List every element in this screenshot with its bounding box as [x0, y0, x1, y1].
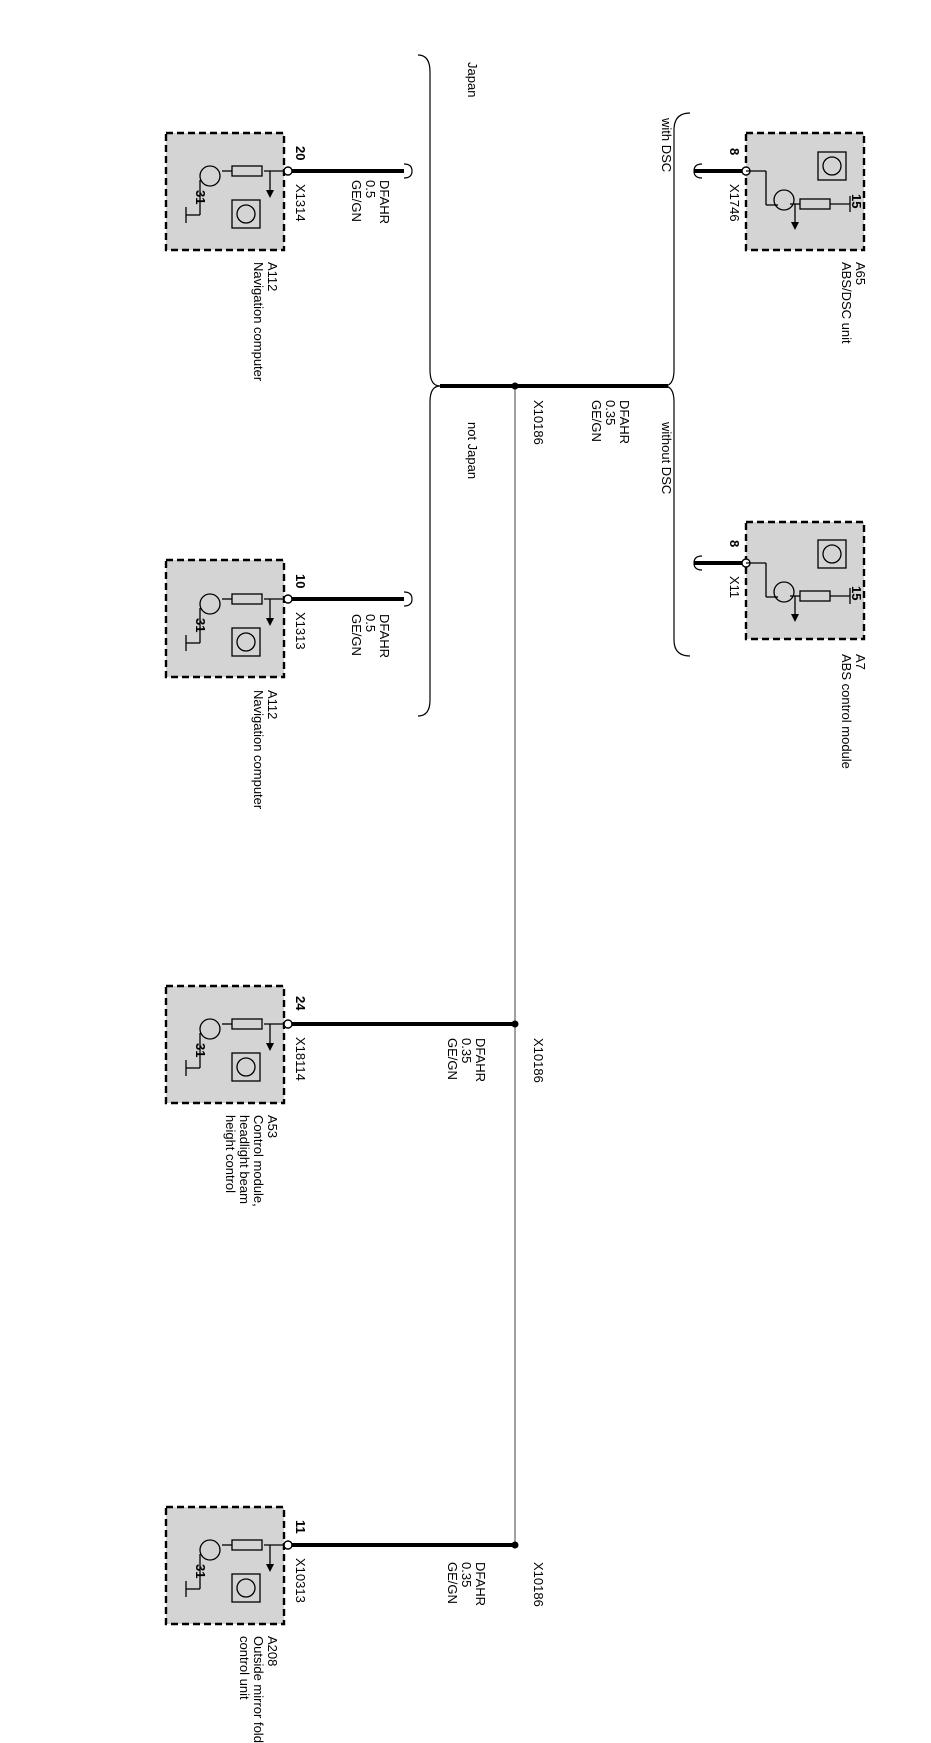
- a53-name-line1: Control module,: [251, 1115, 266, 1207]
- a112-japan-pin: 20: [293, 146, 308, 160]
- a53-wire-size: 0.35: [459, 1038, 474, 1063]
- a208-wire-label: DFAHR 0.35 GE/GN: [445, 1562, 488, 1606]
- a53-name-line2: headlight beam: [237, 1115, 252, 1204]
- a208-name-line1: Outside mirror fold-in: [251, 1636, 266, 1743]
- module-a65: 8 X1746 15 A65 ABS/DSC unit: [694, 131, 868, 344]
- a53-wire-color: GE/GN: [445, 1038, 460, 1080]
- a112-not-japan-id: A112: [265, 690, 280, 719]
- a208-wire-signal: DFAHR: [473, 1562, 488, 1606]
- a53-wire-signal: DFAHR: [473, 1038, 488, 1082]
- a112-japan-box: [164, 131, 286, 252]
- a208-pin-connector: [283, 1540, 293, 1550]
- a53-transistor-icon: [199, 1018, 221, 1040]
- variant-label-without-dsc: without DSC: [659, 421, 674, 494]
- country-variant-brace: [417, 54, 441, 717]
- a112-not-japan-box: [164, 558, 286, 679]
- a112-not-japan-wire-color: GE/GN: [349, 614, 364, 656]
- a7-ground-pin: 15: [849, 586, 864, 600]
- module-a7: 8 X11 15 A7 ABS control module: [694, 520, 868, 769]
- a112-japan-transistor-icon: [199, 165, 221, 187]
- a208-ground-pin: 31: [193, 1564, 208, 1578]
- wire-hook-japan: [403, 163, 413, 179]
- a53-box: [164, 984, 286, 1105]
- variant-label-with-dsc: with DSC: [659, 117, 674, 172]
- a53-sensor-icon: [231, 1052, 261, 1082]
- a65-transistor-icon: [773, 189, 795, 211]
- variant-label-japan: Japan: [465, 62, 480, 97]
- a112-not-japan-transistor-icon: [199, 593, 221, 615]
- a208-connector: X10313: [293, 1558, 308, 1603]
- a112-not-japan-connector: X1313: [293, 612, 308, 650]
- wire-hook-not-japan: [403, 591, 413, 607]
- a7-pin: 8: [727, 540, 742, 547]
- a65-ground-pin: 15: [849, 194, 864, 208]
- splice-label-a208: X10186: [531, 1562, 546, 1607]
- a112-japan-connector: X1314: [293, 184, 308, 222]
- a7-box: [744, 520, 866, 641]
- a112-not-japan-name: Navigation computer: [251, 690, 266, 810]
- a112-japan-wire-signal: DFAHR: [377, 180, 392, 224]
- a7-id: A7: [853, 654, 868, 670]
- splice-label-a53: X10186: [531, 1038, 546, 1083]
- a65-connector: X1746: [727, 184, 742, 222]
- a7-transistor-icon: [773, 581, 795, 603]
- a112-not-japan-wire-size: 0.5: [363, 614, 378, 632]
- a53-connector: X18114: [293, 1037, 308, 1081]
- module-a208: DFAHR 0.35 GE/GN X10186 11 X10313 31 A20…: [164, 1505, 546, 1743]
- a7-name: ABS control module: [839, 654, 854, 769]
- splice-label-main: X10186: [531, 400, 546, 445]
- a208-transistor-icon: [199, 1539, 221, 1561]
- a7-sensor-icon: [817, 539, 847, 569]
- module-a112-not-japan: DFAHR 0.5 GE/GN 10 X1313 31 A112 Navigat…: [164, 558, 404, 810]
- a208-box: [164, 1505, 286, 1626]
- trunk-wire-color: GE/GN: [589, 400, 604, 442]
- a53-wire-label: DFAHR 0.35 GE/GN: [445, 1038, 488, 1082]
- a112-not-japan-ground-pin: 31: [193, 618, 208, 632]
- a7-connector: X11: [727, 576, 742, 598]
- a53-name-line3: height control: [223, 1115, 238, 1193]
- a112-not-japan-wire-signal: DFAHR: [377, 614, 392, 658]
- a65-name: ABS/DSC unit: [839, 262, 854, 344]
- module-a112-japan: DFAHR 0.5 GE/GN 20 X1314 31 A112 Navigat…: [164, 131, 404, 382]
- a112-japan-id: A112: [265, 262, 280, 291]
- a208-wire-color: GE/GN: [445, 1562, 460, 1604]
- dsc-variant-brace: [663, 112, 691, 657]
- a208-id: A208: [265, 1636, 280, 1666]
- trunk-wire-size: 0.35: [603, 400, 618, 425]
- a53-pin-connector: [283, 1019, 293, 1029]
- a112-japan-wire-size: 0.5: [363, 180, 378, 198]
- a53-ground-pin: 31: [193, 1043, 208, 1057]
- a112-japan-pin-connector: [283, 166, 293, 176]
- a208-wire-size: 0.35: [459, 1562, 474, 1587]
- a112-japan-name: Navigation computer: [251, 262, 266, 382]
- variant-label-not-japan: not Japan: [465, 422, 480, 479]
- a53-id: A53: [265, 1115, 280, 1138]
- a53-pin: 24: [293, 996, 308, 1011]
- a112-japan-wire-color: GE/GN: [349, 180, 364, 222]
- a208-name-line2: control unit: [237, 1636, 252, 1700]
- a112-japan-ground-pin: 31: [193, 190, 208, 204]
- a65-box: [744, 131, 866, 252]
- a208-sensor-icon: [231, 1573, 261, 1603]
- a112-japan-sensor-icon: [231, 199, 261, 229]
- a208-pin: 11: [293, 1520, 308, 1534]
- trunk-wire-label: DFAHR 0.35 GE/GN: [589, 400, 632, 444]
- a65-sensor-icon: [817, 151, 847, 181]
- trunk-wire-signal: DFAHR: [617, 400, 632, 444]
- module-a53: DFAHR 0.35 GE/GN X10186 24 X18114 31 A53…: [164, 984, 546, 1207]
- a112-not-japan-pin: 10: [293, 574, 308, 588]
- a112-not-japan-pin-connector: [283, 594, 293, 604]
- a65-pin: 8: [727, 148, 742, 155]
- a112-not-japan-wire-label: DFAHR 0.5 GE/GN: [349, 614, 392, 658]
- a112-japan-wire-label: DFAHR 0.5 GE/GN: [349, 180, 392, 224]
- a65-id: A65: [853, 262, 868, 285]
- a112-not-japan-sensor-icon: [231, 627, 261, 657]
